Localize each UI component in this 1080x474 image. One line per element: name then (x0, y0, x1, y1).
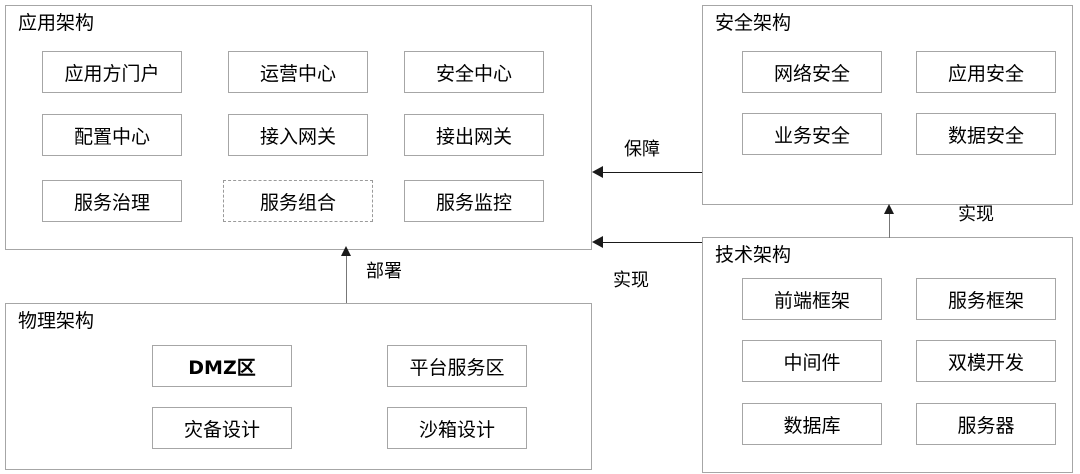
group-title-physical: 物理架构 (18, 310, 95, 332)
node-egress-gateway[interactable]: 接出网关 (404, 114, 544, 156)
group-technology-architecture[interactable]: 技术架构 前端框架 服务框架 中间件 双模开发 数据库 服务器 (702, 237, 1073, 473)
connector-technology-to-security-label: 实现 (958, 204, 994, 225)
node-network-security[interactable]: 网络安全 (742, 51, 882, 93)
group-title-technology: 技术架构 (715, 244, 792, 266)
node-config-center[interactable]: 配置中心 (42, 114, 182, 156)
node-disaster-recovery-design[interactable]: 灾备设计 (152, 407, 292, 449)
connector-technology-to-security-line (889, 212, 890, 238)
node-frontend-framework[interactable]: 前端框架 (742, 278, 882, 320)
node-service-monitoring[interactable]: 服务监控 (404, 180, 544, 222)
node-database[interactable]: 数据库 (742, 403, 882, 445)
connector-security-to-application-label: 保障 (624, 139, 660, 160)
connector-physical-to-application-arrowhead (341, 246, 351, 256)
connector-technology-to-application-arrowhead (592, 236, 603, 248)
node-operation-center[interactable]: 运营中心 (228, 51, 368, 93)
group-application-architecture[interactable]: 应用架构 应用方门户 运营中心 安全中心 配置中心 接入网关 接出网关 服务治理… (5, 5, 592, 250)
group-physical-architecture[interactable]: 物理架构 DMZ区 平台服务区 灾备设计 沙箱设计 (5, 303, 592, 470)
node-server[interactable]: 服务器 (916, 403, 1056, 445)
node-business-security[interactable]: 业务安全 (742, 113, 882, 155)
group-title-security: 安全架构 (715, 12, 792, 34)
connector-technology-to-application-line (603, 242, 702, 243)
connector-security-to-application-line (603, 172, 702, 173)
node-dmz-zone[interactable]: DMZ区 (152, 345, 292, 387)
node-platform-service-zone[interactable]: 平台服务区 (387, 345, 527, 387)
group-security-architecture[interactable]: 安全架构 网络安全 应用安全 业务安全 数据安全 (702, 5, 1073, 205)
node-application-portal[interactable]: 应用方门户 (42, 51, 182, 93)
group-title-application: 应用架构 (18, 12, 95, 34)
node-ingress-gateway[interactable]: 接入网关 (228, 114, 368, 156)
node-application-security[interactable]: 应用安全 (916, 51, 1056, 93)
node-service-framework[interactable]: 服务框架 (916, 278, 1056, 320)
node-sandbox-design[interactable]: 沙箱设计 (387, 407, 527, 449)
node-middleware[interactable]: 中间件 (742, 340, 882, 382)
connector-technology-to-security-arrowhead (884, 204, 894, 214)
connector-technology-to-application-label: 实现 (613, 270, 649, 291)
connector-security-to-application-arrowhead (592, 166, 603, 178)
node-service-composition[interactable]: 服务组合 (223, 180, 373, 222)
node-service-governance[interactable]: 服务治理 (42, 180, 182, 222)
node-security-center[interactable]: 安全中心 (404, 51, 544, 93)
connector-physical-to-application-line (346, 253, 347, 303)
node-bimodal-development[interactable]: 双模开发 (916, 340, 1056, 382)
node-data-security[interactable]: 数据安全 (916, 113, 1056, 155)
connector-physical-to-application-label: 部署 (366, 261, 402, 282)
